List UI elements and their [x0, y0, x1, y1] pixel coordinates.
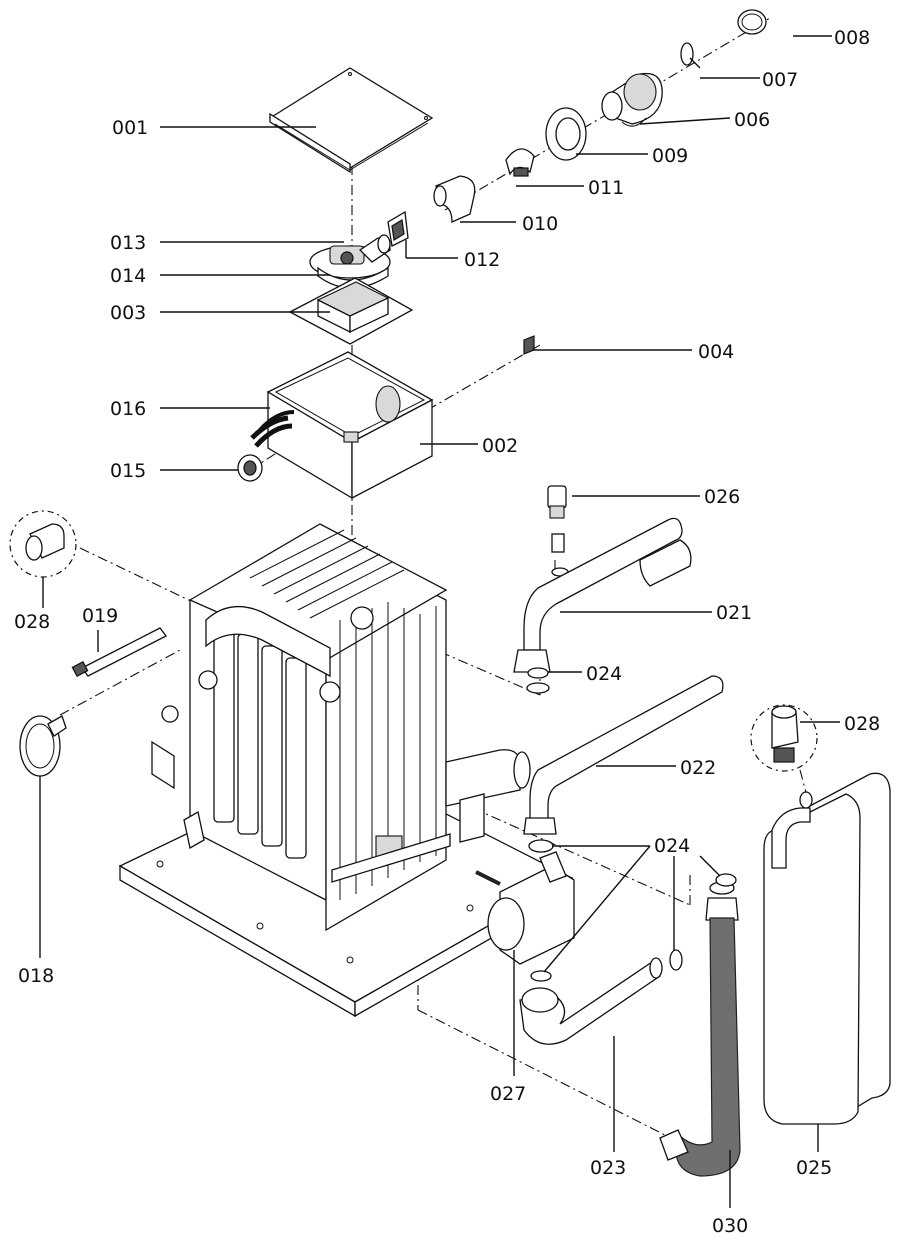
- callout-012: 012: [464, 249, 500, 271]
- flow-pipe-021: [513, 517, 692, 694]
- callout-001: 001: [112, 117, 148, 139]
- callout-028-left: 028: [14, 611, 50, 633]
- callout-024-top: 024: [586, 663, 622, 685]
- callout-011: 011: [588, 177, 624, 199]
- callout-009: 009: [652, 145, 688, 167]
- cable-harness-016: [250, 410, 295, 448]
- callout-028-right: 028: [844, 713, 880, 735]
- callout-008: 008: [834, 27, 870, 49]
- callout-027: 027: [490, 1083, 526, 1105]
- callout-014: 014: [110, 265, 146, 287]
- callout-002: 002: [482, 435, 518, 457]
- callout-labels: 001 008 007 006 009 011 010 012 013 014 …: [14, 27, 880, 1237]
- flue-parts: [387, 9, 767, 247]
- o-ring-024-top: [527, 667, 549, 679]
- callout-015: 015: [110, 460, 146, 482]
- grommet-015: [237, 454, 263, 482]
- callout-013: 013: [110, 232, 146, 254]
- callout-010: 010: [522, 213, 558, 235]
- pressure-gauge-018: [19, 715, 67, 958]
- callout-025: 025: [796, 1157, 832, 1179]
- heat-exchanger-block: [118, 523, 574, 1018]
- safety-valve-026: [547, 485, 569, 577]
- callout-022: 022: [680, 757, 716, 779]
- callout-016: 016: [110, 398, 146, 420]
- o-rings-024: [715, 873, 737, 887]
- detail-circle-028-right: [750, 704, 818, 772]
- expansion-vessel-025: [763, 772, 891, 1152]
- fan-assembly-013-014: [309, 234, 391, 289]
- detail-circle-028-left: [9, 510, 77, 608]
- callout-024-group: 024: [654, 835, 690, 857]
- fan-mounting-plate-003: [288, 277, 414, 345]
- callout-004: 004: [698, 341, 734, 363]
- callout-023: 023: [590, 1157, 626, 1179]
- left-heat-cells: [213, 621, 307, 859]
- callout-003: 003: [110, 302, 146, 324]
- callout-007: 007: [762, 69, 798, 91]
- flexible-hose-030: [659, 881, 741, 1208]
- sensor-rod-019: [71, 627, 167, 678]
- circulation-pump-027: [475, 851, 575, 1076]
- callout-006: 006: [734, 109, 770, 131]
- connection-pipe-023: [519, 949, 683, 1152]
- callout-019: 019: [82, 605, 118, 627]
- callout-018: 018: [18, 965, 54, 987]
- cover-panel-001: [268, 67, 434, 174]
- return-pipe-022: [523, 675, 724, 853]
- callout-026: 026: [704, 486, 740, 508]
- leader-lines: [160, 35, 840, 973]
- callout-030: 030: [712, 1215, 748, 1237]
- combustion-chamber-casing-002: [266, 335, 535, 500]
- callout-021: 021: [716, 602, 752, 624]
